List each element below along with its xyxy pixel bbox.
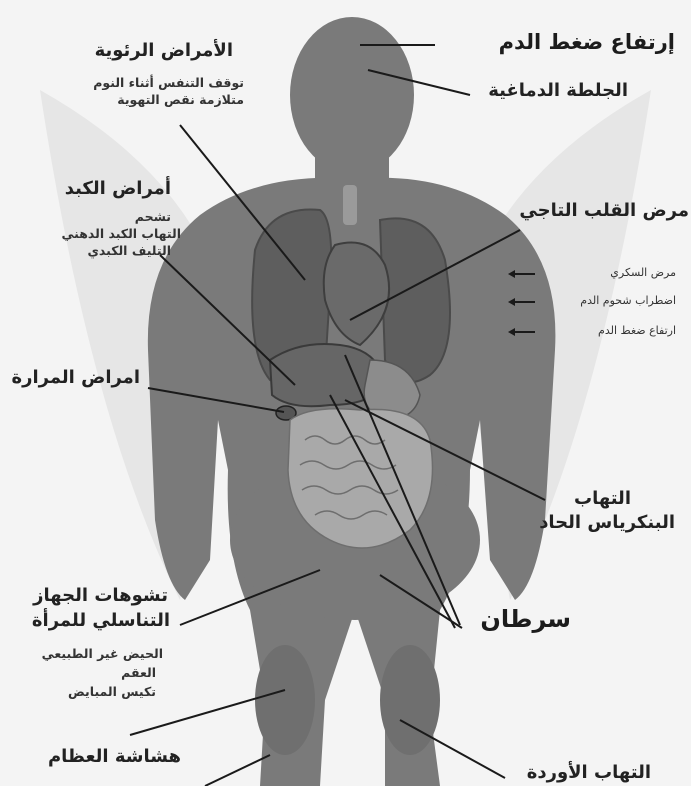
trachea [343,185,357,225]
label-hypertension: إرتفاع ضغط الدم [499,30,675,54]
label-reproductive-2: التناسلي للمرأة [32,610,170,631]
label-abnormal-menstruation: الحيض غير الطبيعي [42,645,163,662]
label-sleep-apnea: توقف التنفس أثناء النوم [93,74,244,91]
label-gallbladder-disease: امراض المرارة [11,367,140,388]
label-fatty-hepatitis: التهاب الكبد الدهني [62,225,181,242]
label-coronary-heart-disease: مرض القلب التاجي [519,200,689,221]
label-osteoporosis: هشاشة العظام [48,746,181,767]
label-lung-disease: الأمراض الرئوية [95,40,233,61]
label-phlebitis: التهاب الأوردة [527,762,651,783]
label-liver-disease: أمراض الكبد [65,178,171,199]
label-blood-pressure: ارتفاع ضغط الدم [598,324,676,337]
label-cirrhosis: التليف الكبدي [87,242,171,259]
leg-left [255,645,315,755]
leg-right [380,645,440,755]
label-hypoventilation: متلازمة نقص التهوية [117,91,244,108]
label-ovarian-cysts: تكيس المبايض [68,683,156,700]
label-cancer: سرطان [480,605,571,633]
label-diabetes: مرض السكري [610,266,676,279]
label-pancreatitis-1: التهاب [574,488,631,509]
label-pancreatitis-2: البنكرياس الحاد [539,512,675,533]
label-dyslipidemia: اضطراب شحوم الدم [580,294,676,307]
label-steatosis: تشحم [135,208,171,225]
label-stroke: الجلطة الدماغية [488,80,628,101]
label-infertility: العقم [121,664,156,681]
label-reproductive-1: تشوهات الجهاز [33,585,168,606]
